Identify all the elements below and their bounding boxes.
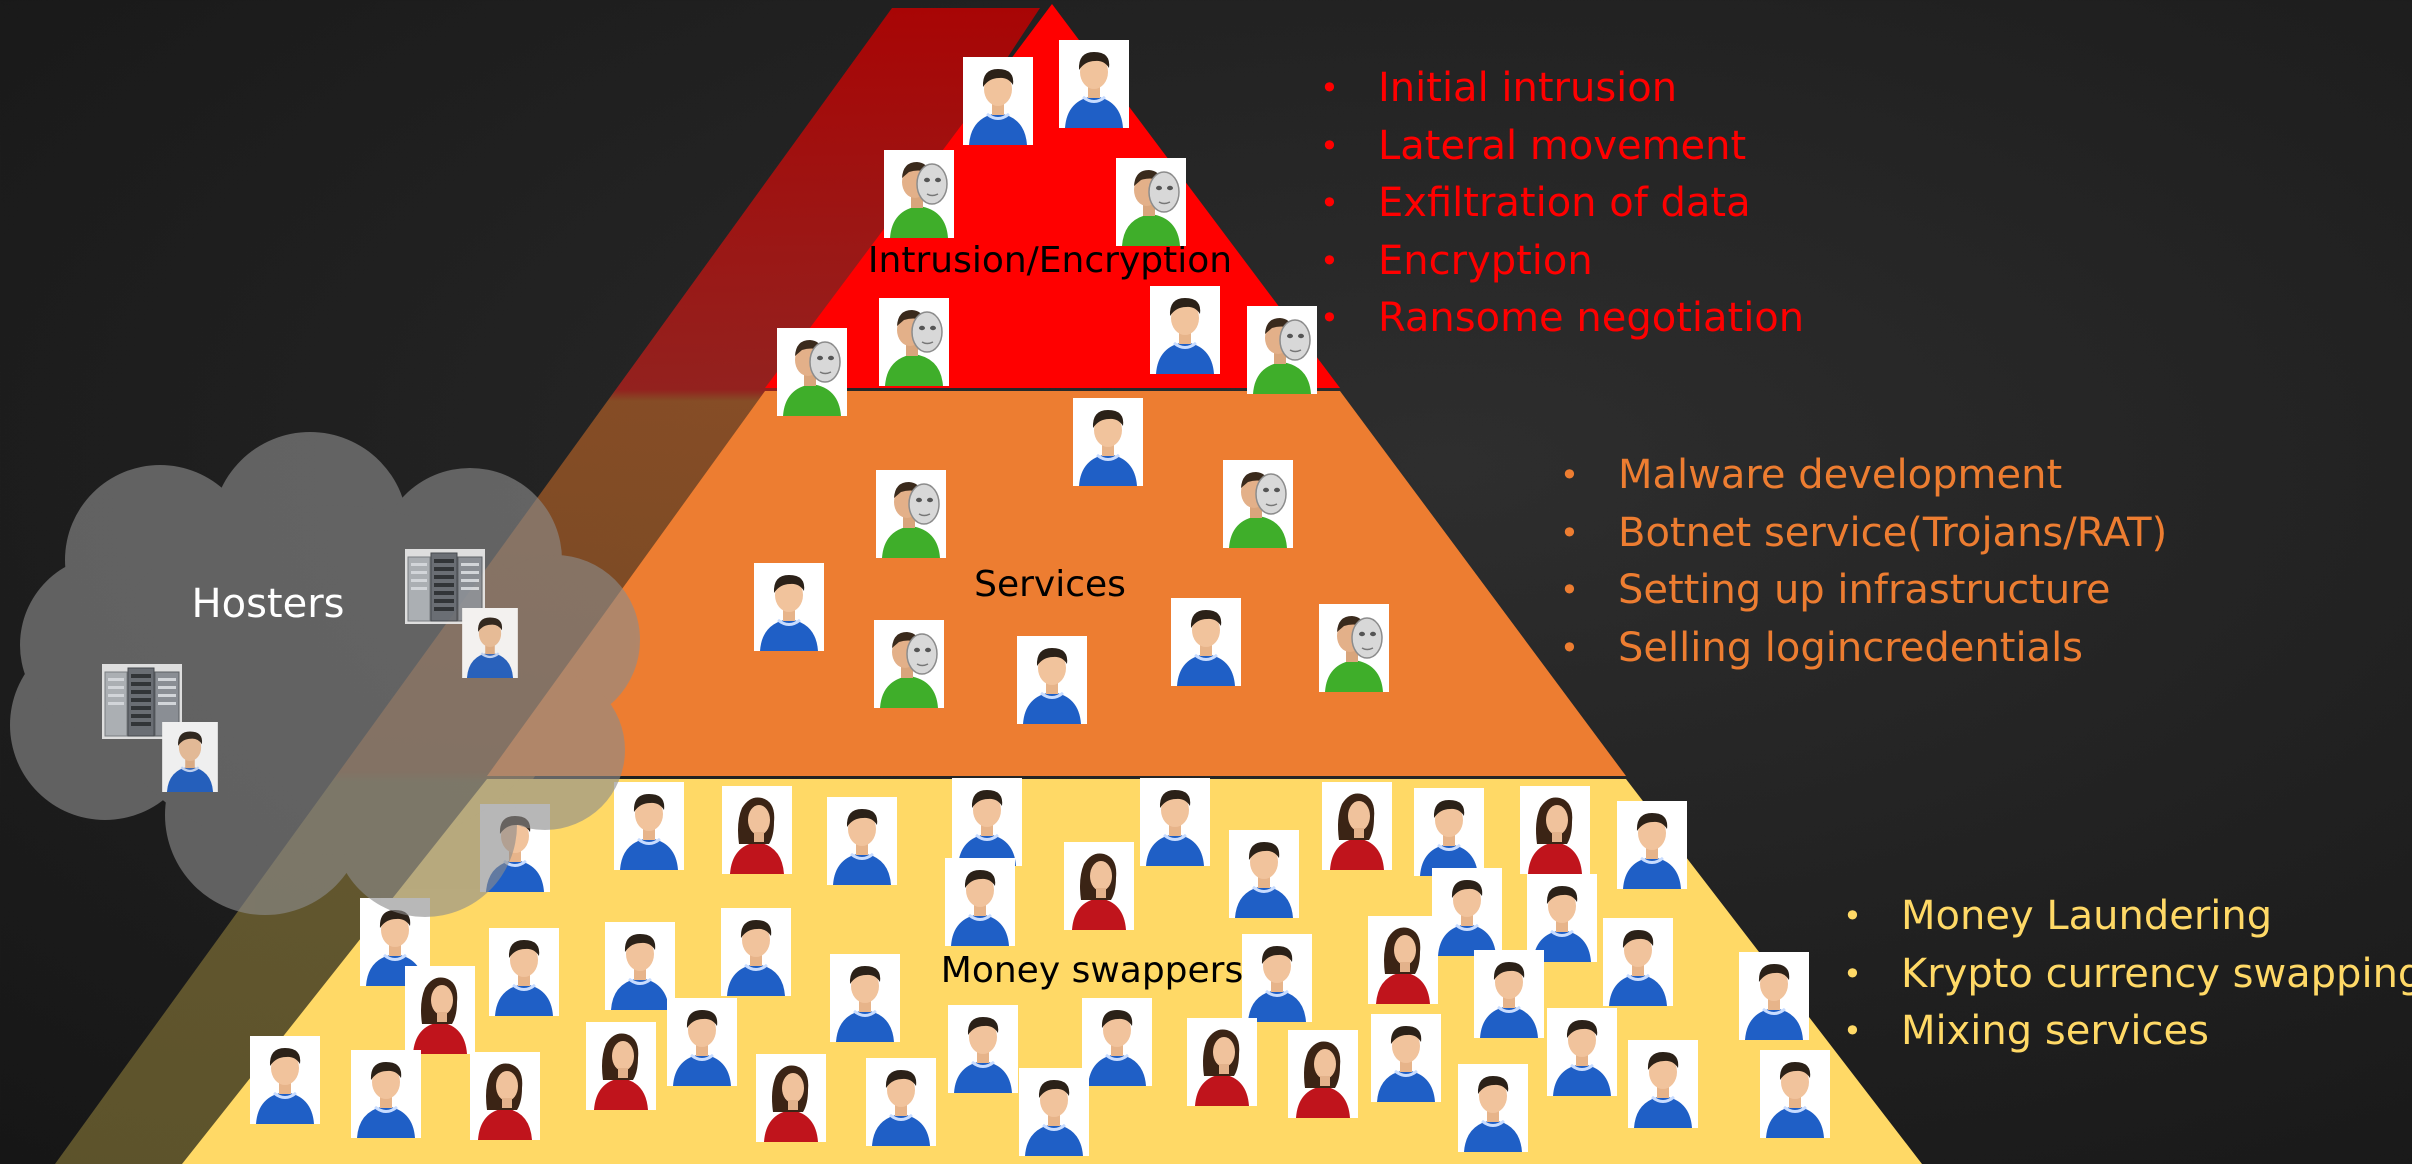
person-icon xyxy=(948,1005,1018,1093)
list-item: Setting up infrastructure xyxy=(1560,562,2167,620)
person-icon xyxy=(605,922,675,1010)
person-icon xyxy=(963,57,1033,145)
masked-person-icon xyxy=(1115,158,1187,246)
money-tasks-list: Money Laundering Krypto currency swappin… xyxy=(1843,888,2412,1061)
person-icon xyxy=(830,954,900,1042)
female-person-icon xyxy=(1064,842,1134,930)
person-icon xyxy=(1603,918,1673,1006)
person-icon xyxy=(1150,286,1220,374)
list-item: Encryption xyxy=(1320,233,1804,291)
tier-label-money: Money swappers xyxy=(941,950,1243,991)
list-item: Malware development xyxy=(1560,447,2167,505)
person-icon xyxy=(1628,1040,1698,1128)
female-person-icon xyxy=(1288,1030,1358,1118)
masked-person-icon xyxy=(1318,604,1390,692)
person-icon xyxy=(1414,788,1484,876)
person-icon xyxy=(667,998,737,1086)
list-item: Mixing services xyxy=(1843,1003,2412,1061)
female-person-icon xyxy=(470,1052,540,1140)
person-icon xyxy=(1458,1064,1528,1152)
person-icon xyxy=(1617,801,1687,889)
person-icon xyxy=(250,1036,320,1124)
intrusion-tasks-list: Initial intrusion Lateral movement Exfil… xyxy=(1320,60,1804,348)
person-icon xyxy=(827,797,897,885)
female-person-icon xyxy=(405,966,475,1054)
female-person-icon xyxy=(722,786,792,874)
masked-person-icon xyxy=(1222,460,1294,548)
person-icon xyxy=(351,1050,421,1138)
person-icon xyxy=(866,1058,936,1146)
female-person-icon xyxy=(1322,782,1392,870)
person-icon xyxy=(614,782,684,870)
services-tasks-list: Malware development Botnet service(Troja… xyxy=(1560,447,2167,677)
person-icon xyxy=(1082,998,1152,1086)
masked-person-icon xyxy=(873,620,945,708)
tier-label-services: Services xyxy=(974,564,1126,605)
person-icon xyxy=(1760,1050,1830,1138)
person-icon xyxy=(1171,598,1241,686)
masked-person-icon xyxy=(1246,306,1318,394)
female-person-icon xyxy=(586,1022,656,1110)
list-item: Initial intrusion xyxy=(1320,60,1804,118)
person-icon xyxy=(952,778,1022,866)
person-icon xyxy=(489,928,559,1016)
masked-person-icon xyxy=(878,298,950,386)
masked-person-icon xyxy=(776,328,848,416)
person-icon xyxy=(1527,874,1597,962)
person-icon xyxy=(1229,830,1299,918)
hosters-label: Hosters xyxy=(192,581,345,627)
person-icon xyxy=(754,563,824,651)
person-icon xyxy=(1019,1068,1089,1156)
list-item: Money Laundering xyxy=(1843,888,2412,946)
person-icon xyxy=(721,908,791,996)
person-icon xyxy=(1371,1014,1441,1102)
person-icon xyxy=(1073,398,1143,486)
list-item: Lateral movement xyxy=(1320,118,1804,176)
female-person-icon xyxy=(1368,916,1438,1004)
person-icon xyxy=(1017,636,1087,724)
list-item: Ransome negotiation xyxy=(1320,290,1804,348)
person-icon xyxy=(1739,952,1809,1040)
female-person-icon xyxy=(1520,786,1590,874)
masked-person-icon xyxy=(883,150,955,238)
list-item: Krypto currency swapping xyxy=(1843,946,2412,1004)
list-item: Exfiltration of data xyxy=(1320,175,1804,233)
person-icon xyxy=(945,858,1015,946)
masked-person-icon xyxy=(875,470,947,558)
person-icon xyxy=(1474,950,1544,1038)
person-icon xyxy=(1547,1008,1617,1096)
person-icon xyxy=(1432,868,1502,956)
person-icon xyxy=(462,608,518,678)
person-icon xyxy=(162,722,218,792)
tier-label-intrusion: Intrusion/Encryption xyxy=(868,240,1232,281)
list-item: Selling logincredentials xyxy=(1560,620,2167,678)
person-icon xyxy=(1140,778,1210,866)
person-icon xyxy=(1059,40,1129,128)
list-item: Botnet service(Trojans/RAT) xyxy=(1560,505,2167,563)
female-person-icon xyxy=(1187,1018,1257,1106)
person-icon xyxy=(1242,934,1312,1022)
female-person-icon xyxy=(756,1054,826,1142)
